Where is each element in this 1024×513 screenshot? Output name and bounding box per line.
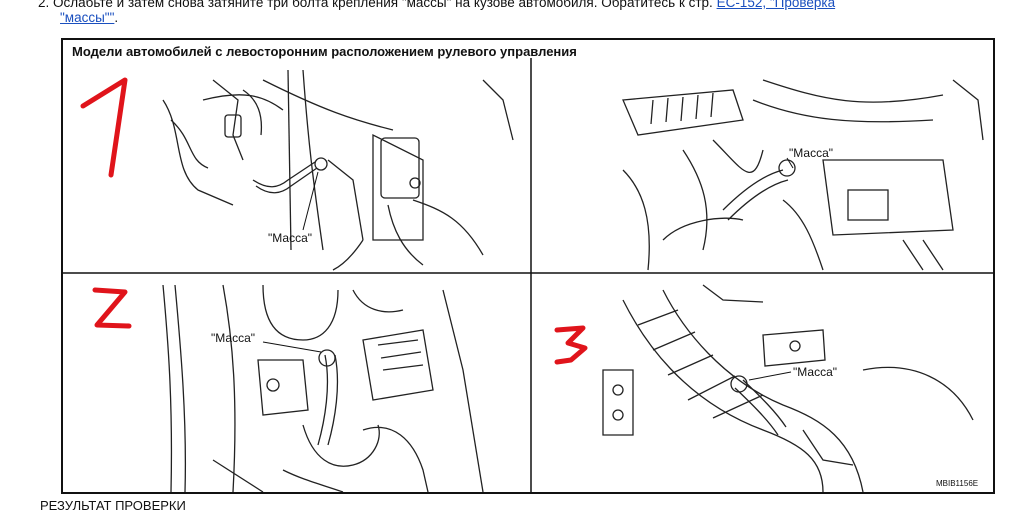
figure-code: MBIB1156E	[936, 479, 978, 488]
result-heading: РЕЗУЛЬТАТ ПРОВЕРКИ	[40, 498, 186, 513]
ground-label-3: "Масса"	[211, 331, 255, 345]
ground-label-4: "Масса"	[793, 365, 837, 379]
instruction-line: 2. Ослабьте и затем снова затяните три б…	[38, 0, 1024, 12]
instruction-trailing: .	[114, 10, 119, 25]
figure-caption: Модели автомобилей с левосторонним распо…	[72, 44, 577, 59]
panel-2-drawing	[162, 284, 484, 492]
panel-number-1	[80, 77, 128, 178]
instruction-text: 2. Ослабьте и затем снова затяните три б…	[38, 0, 717, 10]
ground-points-figure: Модели автомобилей с левосторонним распо…	[61, 38, 995, 494]
instruction-link-continued[interactable]: "массы""	[60, 10, 115, 25]
ground-label-1: "Масса"	[268, 231, 312, 245]
figure-illustration: "Масса" "Масса" "Масса" "Масса" MBIB1156…	[63, 58, 993, 492]
panel-number-2	[92, 287, 132, 329]
panel-1-drawing	[162, 69, 514, 271]
instruction-link[interactable]: EC-152, "Проверка	[716, 0, 836, 10]
panel-number-3	[554, 325, 588, 365]
ground-label-2: "Масса"	[789, 146, 833, 160]
instruction-line-2: "массы"".	[60, 9, 118, 27]
panel-3-drawing	[622, 79, 984, 271]
panel-4-drawing	[602, 284, 974, 492]
